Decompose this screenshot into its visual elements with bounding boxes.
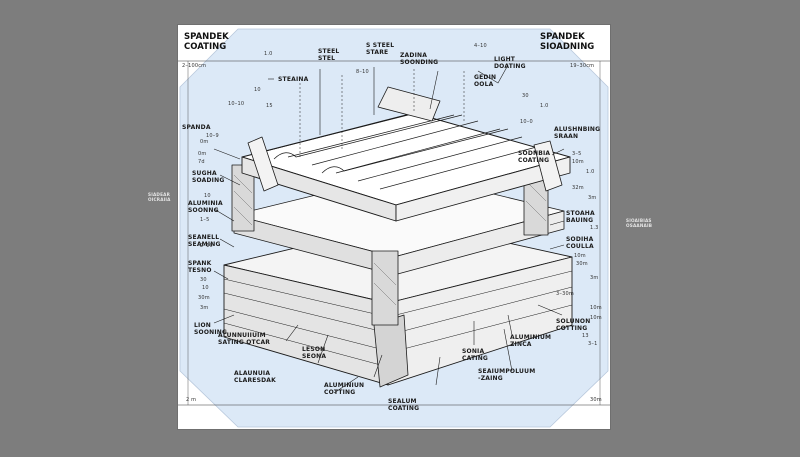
dim: 2–10 bbox=[200, 243, 213, 249]
dim: 10m bbox=[590, 315, 602, 321]
leader-lines bbox=[213, 64, 565, 394]
dim-bottom-right: 30m bbox=[590, 397, 602, 403]
dim: 1–5 bbox=[200, 217, 209, 223]
ridge-cap bbox=[377, 86, 441, 122]
label-seaiumpoluum-zaing: SEAIUMPOLUUM-ZAING bbox=[478, 368, 535, 382]
purlin-mid bbox=[371, 250, 399, 326]
dim: 7d bbox=[198, 159, 205, 165]
dim: 13 bbox=[582, 333, 589, 339]
dim: 30m bbox=[576, 261, 588, 267]
dim: 10 bbox=[204, 193, 211, 199]
dim: 1.3 bbox=[590, 225, 599, 231]
dim: 0m bbox=[198, 151, 206, 157]
dim: 1.0 bbox=[586, 169, 595, 175]
dim: 3m bbox=[588, 195, 596, 201]
dim-top-left: 2–100cm bbox=[182, 63, 206, 69]
dim: 4–10 bbox=[474, 43, 487, 49]
dim: 1.0 bbox=[540, 103, 549, 109]
dim: 1.0 bbox=[264, 51, 273, 57]
dim: 10–9 bbox=[206, 133, 219, 139]
dim: 3m bbox=[200, 305, 208, 311]
label-steaina: STEAINA bbox=[278, 76, 309, 83]
dim: 3–5 bbox=[572, 151, 581, 157]
guide-dashes bbox=[299, 69, 465, 157]
dim: 3–1 bbox=[588, 341, 597, 347]
dim: 8–10 bbox=[356, 69, 369, 75]
dim: 30 bbox=[200, 277, 207, 283]
seam-left bbox=[247, 136, 279, 192]
dim: 10m bbox=[574, 253, 586, 259]
dim: 0m bbox=[200, 139, 208, 145]
dim: 10 bbox=[254, 87, 261, 93]
dim: 30 bbox=[522, 93, 529, 99]
dim-bottom-left: 2 m bbox=[186, 397, 196, 403]
dim: 10 bbox=[202, 285, 209, 291]
roof-ribs bbox=[265, 108, 545, 190]
corner-post bbox=[373, 314, 409, 388]
dim: 32m bbox=[572, 185, 584, 191]
dim: 15 bbox=[266, 103, 273, 109]
panel-structure bbox=[223, 69, 573, 388]
dim: 10–0 bbox=[520, 119, 533, 125]
roof-sheet-side bbox=[395, 156, 571, 222]
seam-right bbox=[533, 140, 563, 192]
label-spanda: SPANDA bbox=[182, 124, 211, 131]
dim: 3–30m bbox=[556, 291, 574, 297]
dim: 10m bbox=[572, 159, 584, 165]
dim: 10m bbox=[590, 305, 602, 311]
dimension-marks: 1.0 8–10 4–10 10 10–10 15 30 10–0 1.0 0m… bbox=[198, 43, 602, 347]
dim: 10–10 bbox=[228, 101, 244, 107]
dim: 30m bbox=[198, 295, 210, 301]
base-layer-lines bbox=[223, 270, 573, 368]
dim: 3m bbox=[590, 275, 598, 281]
dim-top-right: 19–30cm bbox=[570, 63, 594, 69]
